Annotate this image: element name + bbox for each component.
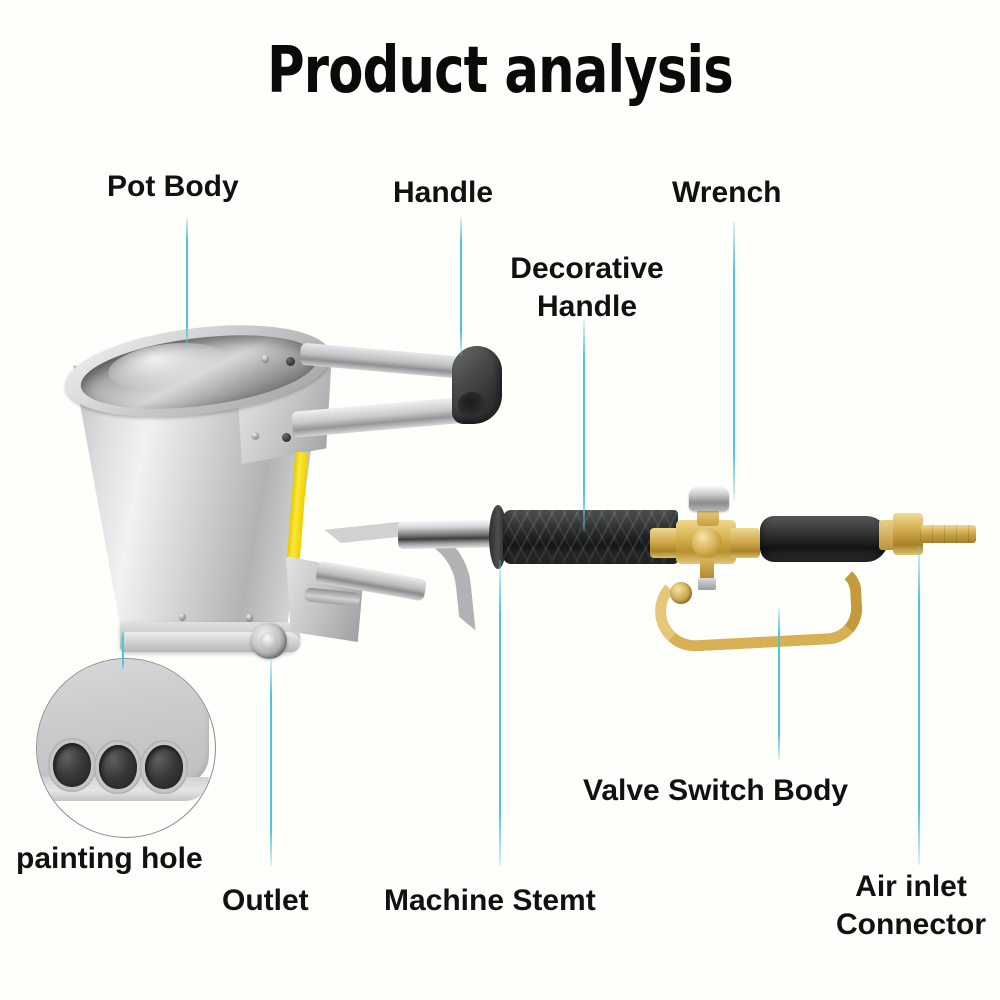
nozzle-plate-lip: [37, 777, 209, 801]
valve-inlet-tube: [650, 528, 684, 558]
wrench-cap-nut: [689, 487, 729, 511]
leader-line-painting-hole: [122, 630, 124, 670]
label-air-inlet-line1: Air inlet: [855, 870, 967, 903]
rivet: [179, 613, 186, 620]
pot-body-shell: [73, 365, 320, 633]
valve-stub-tip: [698, 578, 716, 590]
leader-line-wrench: [733, 222, 735, 500]
outlet-valve-knob: [251, 623, 287, 659]
stem-flange: [489, 505, 507, 569]
valve-boss: [692, 528, 722, 558]
label-air-inlet-connector: Air inlet Connector: [828, 868, 994, 944]
valve-trigger-lever: [653, 562, 864, 654]
valve-lower-stub: [700, 560, 714, 582]
handle-rubber-cap: [452, 346, 502, 424]
leader-line-handle: [460, 218, 462, 356]
rivet: [246, 614, 253, 621]
stem-mount-bracket: [286, 556, 364, 642]
screw: [282, 433, 291, 442]
bracket-slot: [303, 587, 361, 607]
handle-upper-bar: [299, 342, 471, 380]
label-painting-hole: painting hole: [16, 842, 203, 875]
trigger-pivot-screw: [670, 582, 692, 604]
machine-stem-tube: [397, 518, 519, 550]
leader-line-machine-stemt: [499, 560, 501, 866]
pot-body-back-panel: [236, 352, 332, 464]
handle-lower-bar: [291, 396, 473, 438]
air-inlet-barb-fitting: [920, 525, 976, 543]
label-outlet: Outlet: [222, 884, 309, 917]
handle-cap-opening: [458, 392, 486, 418]
page-title: Product analysis: [267, 34, 734, 108]
pot-body-interior: [76, 323, 322, 421]
label-air-inlet-line2: Connector: [836, 908, 986, 941]
label-handle: Handle: [393, 176, 494, 209]
leader-line-pot-body: [186, 218, 188, 348]
decorative-handle-grip: [503, 510, 678, 564]
label-decorative-handle-line2: Handle: [536, 290, 638, 323]
pot-body-sheen: [105, 336, 231, 396]
screw: [286, 357, 295, 366]
label-pot-body: Pot Body: [107, 170, 239, 203]
label-machine-stemt: Machine Stemt: [384, 884, 596, 917]
painting-hole-nozzle: [53, 743, 91, 787]
valve-neck: [697, 504, 719, 526]
painting-hole-nozzle: [145, 745, 183, 789]
valve-switch-body: [676, 520, 736, 564]
label-decorative-handle: Decorative Handle: [497, 250, 677, 326]
machine-stem-bend: [324, 515, 476, 645]
label-wrench: Wrench: [672, 176, 782, 209]
leader-line-air-inlet-connector: [918, 545, 920, 865]
leader-line-decorative-handle: [583, 320, 585, 532]
label-decorative-handle-line1: Decorative: [510, 252, 664, 285]
air-inlet-collar: [879, 520, 897, 550]
painting-hole-magnifier-inset: [36, 658, 216, 838]
machine-stem-lower: [314, 560, 428, 602]
label-valve-switch-body: Valve Switch Body: [583, 774, 849, 807]
valve-outlet-tube: [730, 528, 760, 558]
nozzle-plate: [37, 659, 209, 785]
rivet: [252, 432, 259, 439]
pot-body-bottom-plate: [120, 622, 300, 652]
leader-line-valve-switch-body: [778, 608, 780, 760]
rivet: [262, 355, 269, 362]
painting-hole-nozzle: [99, 745, 137, 789]
pot-body-rim: [59, 311, 337, 431]
yellow-accent-stripe: [286, 451, 309, 563]
leader-line-outlet: [270, 658, 272, 866]
rear-rubber-grip: [760, 516, 888, 562]
pot-body-lip: [124, 632, 300, 652]
